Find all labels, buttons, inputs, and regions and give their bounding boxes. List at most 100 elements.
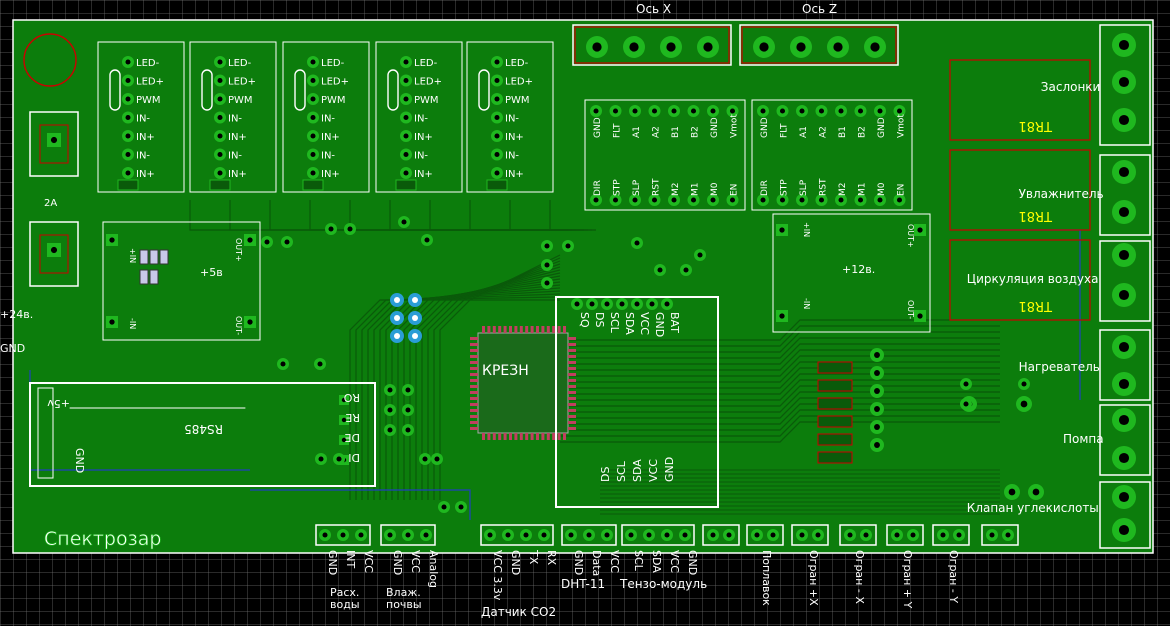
pad-drill [729, 108, 736, 114]
pad-drill [1118, 491, 1130, 503]
pad-drill [649, 301, 655, 307]
bottom-connector-1-pin-label: VCC [362, 550, 375, 573]
stepper-driver-x-top-pin-label: Vmot [730, 114, 740, 138]
trace-bus [560, 349, 1000, 371]
pad-drill [838, 108, 844, 114]
led-driver-module-2-pin-label: IN+ [228, 169, 247, 180]
pad-drill [726, 532, 732, 538]
led-driver-module-5-pin-label: PWM [505, 95, 530, 106]
led-driver-module-4-pin-label: IN- [414, 151, 428, 162]
trace-bus [560, 355, 1000, 377]
led-driver-module-1 [97, 41, 185, 193]
pad-drill [494, 77, 500, 84]
pad-drill [632, 108, 638, 114]
stepper-driver-z-bottom-pin-label: EN [897, 184, 907, 196]
bottom-connector-5 [621, 524, 695, 546]
pad-drill [328, 226, 334, 232]
led-driver-module-4 [375, 41, 463, 193]
fuse-label: 2A [44, 198, 57, 209]
pad-drill [310, 170, 316, 176]
bottom-connector-5-pin-label: SCL [632, 550, 645, 572]
bottom-connector-4-pin-label: VCC [608, 550, 621, 573]
relay-label: TR81 [1018, 298, 1053, 313]
trace-bus [560, 397, 1000, 419]
rs485-header [37, 387, 54, 479]
pad-drill [387, 427, 393, 433]
stepper-driver-x-bottom-pin-label: M1 [691, 183, 701, 197]
pad-drill [405, 387, 411, 393]
capacitor-outline [23, 33, 77, 87]
pad-drill [217, 59, 223, 65]
converter-5v-in-minus: -IN [128, 318, 137, 329]
rtc-pin-label: DS [593, 312, 606, 327]
stepper-driver-x-top-pin-label: FLT [613, 123, 623, 138]
bottom-connector-2-pin-label: GND [391, 550, 404, 575]
mcu-pin [568, 397, 576, 400]
trace-bus [560, 415, 1000, 437]
bottom-connector-4 [561, 524, 617, 546]
pad-drill [632, 197, 638, 203]
bottom-connector-5-pin-label: VCC [668, 550, 681, 573]
led-driver-module-5 [466, 41, 554, 193]
pad-drill [917, 313, 923, 319]
pad-drill [634, 301, 640, 307]
pad-drill [963, 401, 969, 407]
trace-bus [560, 343, 1000, 365]
led-driver-module-1-pin-label: LED+ [136, 77, 164, 88]
led-driver-module-2 [189, 41, 277, 193]
pad-drill [387, 532, 393, 538]
bottom-connector-3 [480, 524, 554, 546]
relay-label: TR81 [1018, 118, 1053, 133]
load-terminal-1 [1099, 24, 1151, 146]
pad-drill [874, 370, 880, 376]
pad-drill [280, 361, 286, 367]
led-driver-module-3-resistor [302, 179, 324, 191]
rtc-bottom-pin-label: SCL [615, 460, 628, 482]
pad-drill [387, 407, 393, 413]
bottom-connector-5-pin-label: GND [686, 550, 699, 575]
trace-bus [560, 325, 1000, 347]
converter-12v [772, 213, 931, 333]
rtc-pin-label: GND [653, 312, 666, 337]
mcu-pin [536, 433, 539, 440]
relay-outline-1 [949, 59, 1091, 141]
stepper-driver-z-bottom-pin-label: M1 [858, 183, 868, 197]
limit-switch-connector [702, 524, 740, 546]
pad-drill [664, 532, 670, 538]
mcu-pin [492, 326, 496, 333]
pad-drill [247, 237, 253, 243]
mcu-pin [498, 326, 502, 333]
mcu-pin [487, 326, 491, 333]
trace-bus [560, 337, 1000, 359]
led-driver-module-4-pin-label: IN+ [414, 169, 433, 180]
led-driver-module-1-pin-label: PWM [136, 95, 161, 106]
mcu-pin [470, 421, 478, 424]
stepper-driver-x-bottom-pin-label: SLP [632, 179, 642, 196]
pad-drill [760, 197, 766, 203]
pad-drill [341, 397, 347, 403]
led-driver-module-5-resistor [486, 179, 508, 191]
pad-drill [870, 42, 880, 52]
converter-5v-in-plus: +IN [128, 248, 137, 263]
pad-drill [217, 77, 223, 84]
pad-drill [1118, 249, 1130, 261]
mcu-pin [568, 427, 576, 430]
pad-drill [664, 301, 670, 307]
pad-drill [403, 133, 409, 139]
led-driver-module-3-pin-label: IN+ [321, 132, 340, 143]
rs485-gnd-label: GND [73, 448, 86, 473]
pad-drill [799, 532, 805, 538]
rtc-pin-label: SCL [608, 312, 621, 334]
pad-drill [494, 114, 500, 121]
relay-label: TR81 [1018, 208, 1053, 223]
mcu-pin [568, 343, 576, 346]
stepper-driver-x-bottom-pin-label: EN [730, 184, 740, 196]
bottom-connector-3-pin-label: RX [545, 550, 558, 566]
mcu-pin [530, 433, 534, 440]
stepper-driver-z [751, 99, 913, 211]
rtc-pin-label: BAT [668, 312, 681, 333]
mcu-pin [519, 433, 523, 440]
via-hole [412, 315, 418, 321]
trace-bus [560, 361, 1000, 383]
mcu-pin [470, 367, 478, 370]
